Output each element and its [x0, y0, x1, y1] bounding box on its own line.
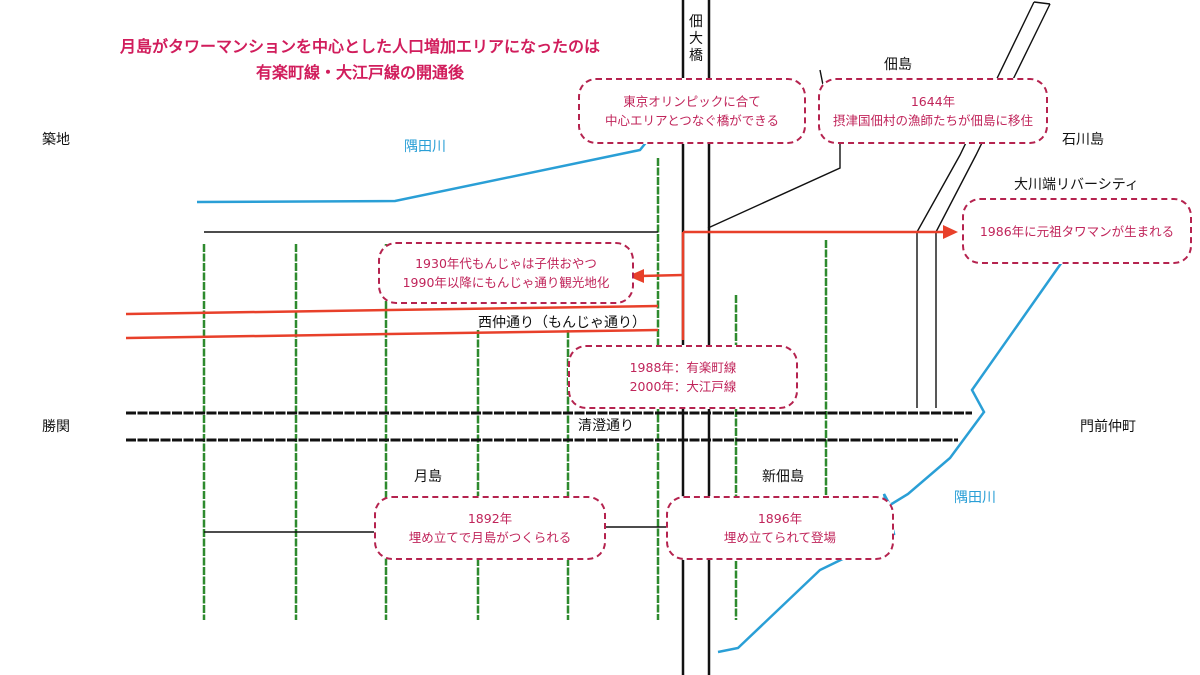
river-lower	[717, 261, 1064, 654]
subway-lines	[125, 230, 946, 340]
title-line-1: 月島がタワーマンションを中心とした人口増加エリアになったのは	[119, 37, 600, 56]
label-ishikawajima: 石川島	[1062, 132, 1104, 148]
label-tsukuda-island: 佃島	[884, 57, 912, 73]
bubble-monja-line2: 1990年以降にもんじゃ通り観光地化	[402, 275, 610, 290]
bubble-1986-line1: 1986年に元祖タワマンが生まれる	[979, 223, 1175, 239]
kiyosumi-dori-road	[126, 411, 972, 442]
label-tsukiji: 築地	[42, 132, 70, 148]
label-shin-tsukuda: 新佃島	[762, 469, 804, 485]
label-sumida-river-upper: 隅田川	[404, 139, 446, 155]
page-title: 月島がタワーマンションを中心とした人口増加エリアになったのは 有楽町線・大江戸線…	[40, 34, 680, 86]
label-tsukuda-ohashi: 佃大橋	[689, 14, 703, 64]
bubble-1892-line1: 1892年	[467, 511, 513, 526]
bubble-olympic-line2: 中心エリアとつなぐ橋ができる	[604, 113, 779, 128]
bubble-1892-line2: 埋め立てで月島がつくられる	[408, 530, 572, 545]
bubble-1892: 1892年 埋め立てで月島がつくられる	[374, 496, 606, 560]
bubble-1896-line1: 1896年	[757, 511, 803, 526]
bubble-lines-line2: 2000年：大江戸線	[629, 379, 737, 394]
bubble-monja: 1930年代もんじゃは子供おやつ 1990年以降にもんじゃ通り観光地化	[378, 242, 634, 304]
bubble-olympic-line1: 東京オリンピックに合て	[623, 94, 761, 109]
bubble-1986: 1986年に元祖タワマンが生まれる	[962, 198, 1192, 264]
bubble-olympic-bridge: 東京オリンピックに合て 中心エリアとつなぐ橋ができる	[578, 78, 806, 144]
bubble-1644-line1: 1644年	[910, 94, 956, 109]
bubble-lines-line1: 1988年：有楽町線	[629, 360, 737, 375]
river-upper	[196, 139, 649, 204]
bubble-subway-lines: 1988年：有楽町線 2000年：大江戸線	[568, 345, 798, 409]
label-nishinaka-dori: 西仲通り（もんじゃ通り）	[478, 315, 646, 331]
label-kiyosumi-dori: 清澄通り	[578, 418, 634, 434]
bubble-monja-line1: 1930年代もんじゃは子供おやつ	[415, 256, 597, 271]
label-tsukishima: 月島	[414, 469, 442, 485]
bubble-1896-line2: 埋め立てられて登場	[723, 530, 837, 545]
label-monzen-nakacho: 門前仲町	[1080, 419, 1136, 435]
bubble-1896: 1896年 埋め立てられて登場	[666, 496, 894, 560]
title-line-2: 有楽町線・大江戸線の開通後	[255, 63, 464, 82]
arrow-right	[943, 225, 958, 239]
bubble-1644: 1644年 摂津国佃村の漁師たちが佃島に移住	[818, 78, 1048, 144]
arrow-left	[628, 269, 644, 283]
label-sumida-river-lower: 隅田川	[954, 490, 996, 506]
bubble-1644-line2: 摂津国佃村の漁師たちが佃島に移住	[832, 113, 1033, 128]
label-okawabata-river-city: 大川端リバーシティ	[1014, 177, 1139, 193]
label-kachidoki: 勝関	[42, 419, 70, 435]
